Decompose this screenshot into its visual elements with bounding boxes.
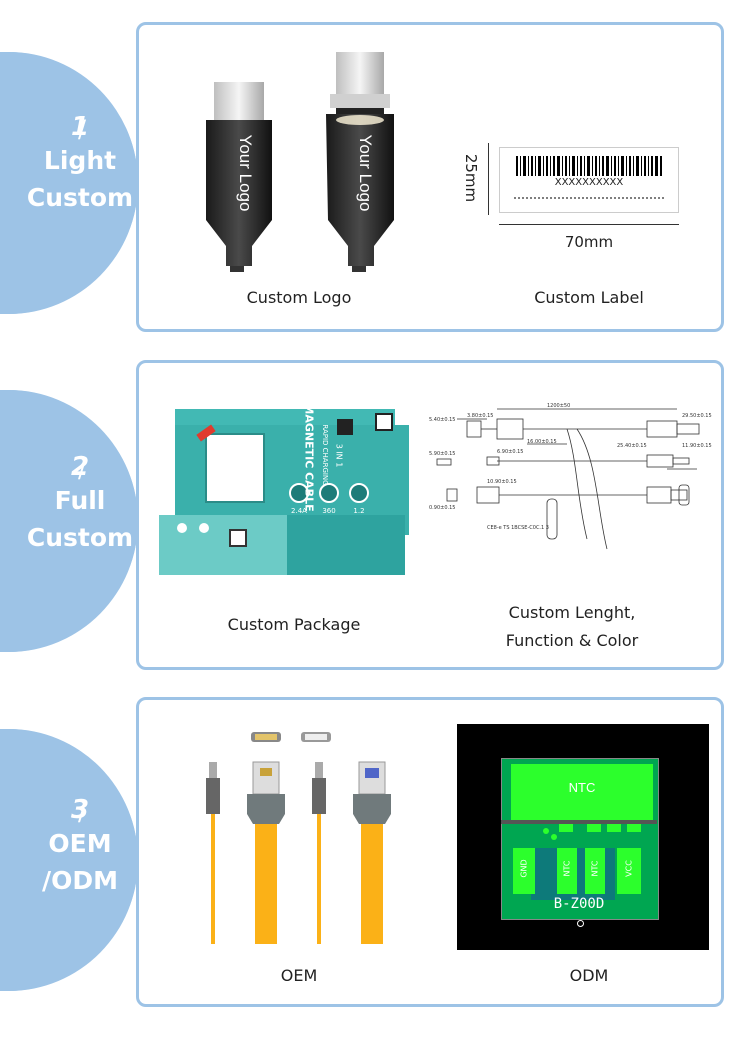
caption-custom-length: Custom Lenght, Function & Color [472,599,672,655]
section-number: 3 [70,795,90,825]
svg-text:5.40±0.15: 5.40±0.15 [429,417,455,423]
section-title-line1: Full [54,486,106,515]
label-width-text: 70mm [564,233,614,251]
section-title-line2: Custom [26,183,134,212]
package-amp: 2.4A [291,507,307,515]
section-badge: 2/ Full Custom [0,452,160,556]
logo-text-1: Your Logo [236,134,255,212]
technical-drawing-image: 5.40±0.15 3.80±0.15 1200±50 29.50±0.15 16.0… [429,403,712,550]
label-code: XXXXXXXXXX [554,177,624,188]
caption-line1: Custom Lenght, [508,603,636,622]
section-panel: OEM NTC GND NTC NTC VCC B-Z00D ODM [136,697,724,1007]
section-title-line1: OEM [48,829,112,858]
svg-text:1200±50: 1200±50 [547,403,570,409]
custom-package-image: COCO MAGNETIC CABLE RAPID CHARGING 3 IN … [159,403,409,583]
package-deg: 360 [322,507,336,515]
label-height-text: 25mm [462,153,480,203]
pcb-pad-label-vcc: VCC [624,860,634,877]
section-number: 1 [70,112,90,142]
section-panel: Your Logo Your Logo Custom Logo XXXXXXXX… [136,22,724,332]
svg-text:3.80±0.15: 3.80±0.15 [467,413,493,419]
section-panel: COCO MAGNETIC CABLE RAPID CHARGING 3 IN … [136,360,724,670]
svg-text:11.90±0.15: 11.90±0.15 [682,443,712,449]
package-brand: COCO [238,455,248,480]
section-oem-odm: 3/ OEM /ODM OEM [0,697,750,1007]
pcb-pad-2 [557,848,577,894]
package-subtitle: RAPID CHARGING [321,424,329,486]
svg-text:0.90±0.15: 0.90±0.15 [429,505,455,511]
caption-oem: OEM [280,966,318,985]
section-number: 2 [70,452,90,482]
logo-text-2: Your Logo [356,134,375,212]
section-light-custom: 1/ Light Custom Your Logo Your Logo Cust… [0,22,750,332]
svg-text:10.90±0.15: 10.90±0.15 [487,479,517,485]
pcb-top-label: NTC [568,780,596,795]
svg-text:16.00±0.15: 16.00±0.15 [527,439,557,445]
pcb-pad-label-ntc1: NTC [562,860,572,877]
package-spec: 3 IN 1 [334,443,344,468]
svg-text:6.90±0.15: 6.90±0.15 [497,449,523,455]
section-badge: 3/ OEM /ODM [0,795,160,899]
package-title: MAGNETIC CABLE [302,403,316,512]
caption-line2: Function & Color [505,631,639,650]
caption-custom-logo: Custom Logo [246,288,352,307]
barcode [514,156,664,199]
pcb-pad-label-gnd: GND [519,859,529,878]
section-title-line2: /ODM [41,866,118,895]
odm-pcb-image: NTC GND NTC NTC VCC B-Z00D [457,724,709,950]
svg-text:CE8-e TS 1BCSE-C0C.1 3: CE8-e TS 1BCSE-C0C.1 3 [487,525,549,531]
pcb-pad-3 [585,848,605,894]
pcb-pad-1 [513,848,535,894]
section-full-custom: 2/ Full Custom COCO MAGNETIC CABLE RAPID… [0,360,750,670]
oem-cables-image [206,732,391,944]
section-title-line1: Light [43,146,117,175]
label-width-dim [499,224,679,225]
caption-custom-label: Custom Label [534,288,644,307]
caption-custom-package: Custom Package [227,615,361,634]
pcb-pad-4 [617,848,641,894]
pcb-pad-label-ntc2: NTC [590,860,600,877]
label-image: XXXXXXXXXX [499,147,679,213]
label-height-dim [488,143,489,215]
svg-text:29.50±0.15: 29.50±0.15 [682,413,712,419]
section-title-line2: Custom [26,523,134,552]
svg-text:25.40±0.15: 25.40±0.15 [617,443,647,449]
svg-text:5.90±0.15: 5.90±0.15 [429,451,455,457]
caption-odm: ODM [569,966,609,985]
section-badge: 1/ Light Custom [0,112,160,216]
custom-logo-image [206,52,394,272]
package-len: 1.2 [353,507,365,515]
pcb-silkscreen: B-Z00D [553,896,605,912]
